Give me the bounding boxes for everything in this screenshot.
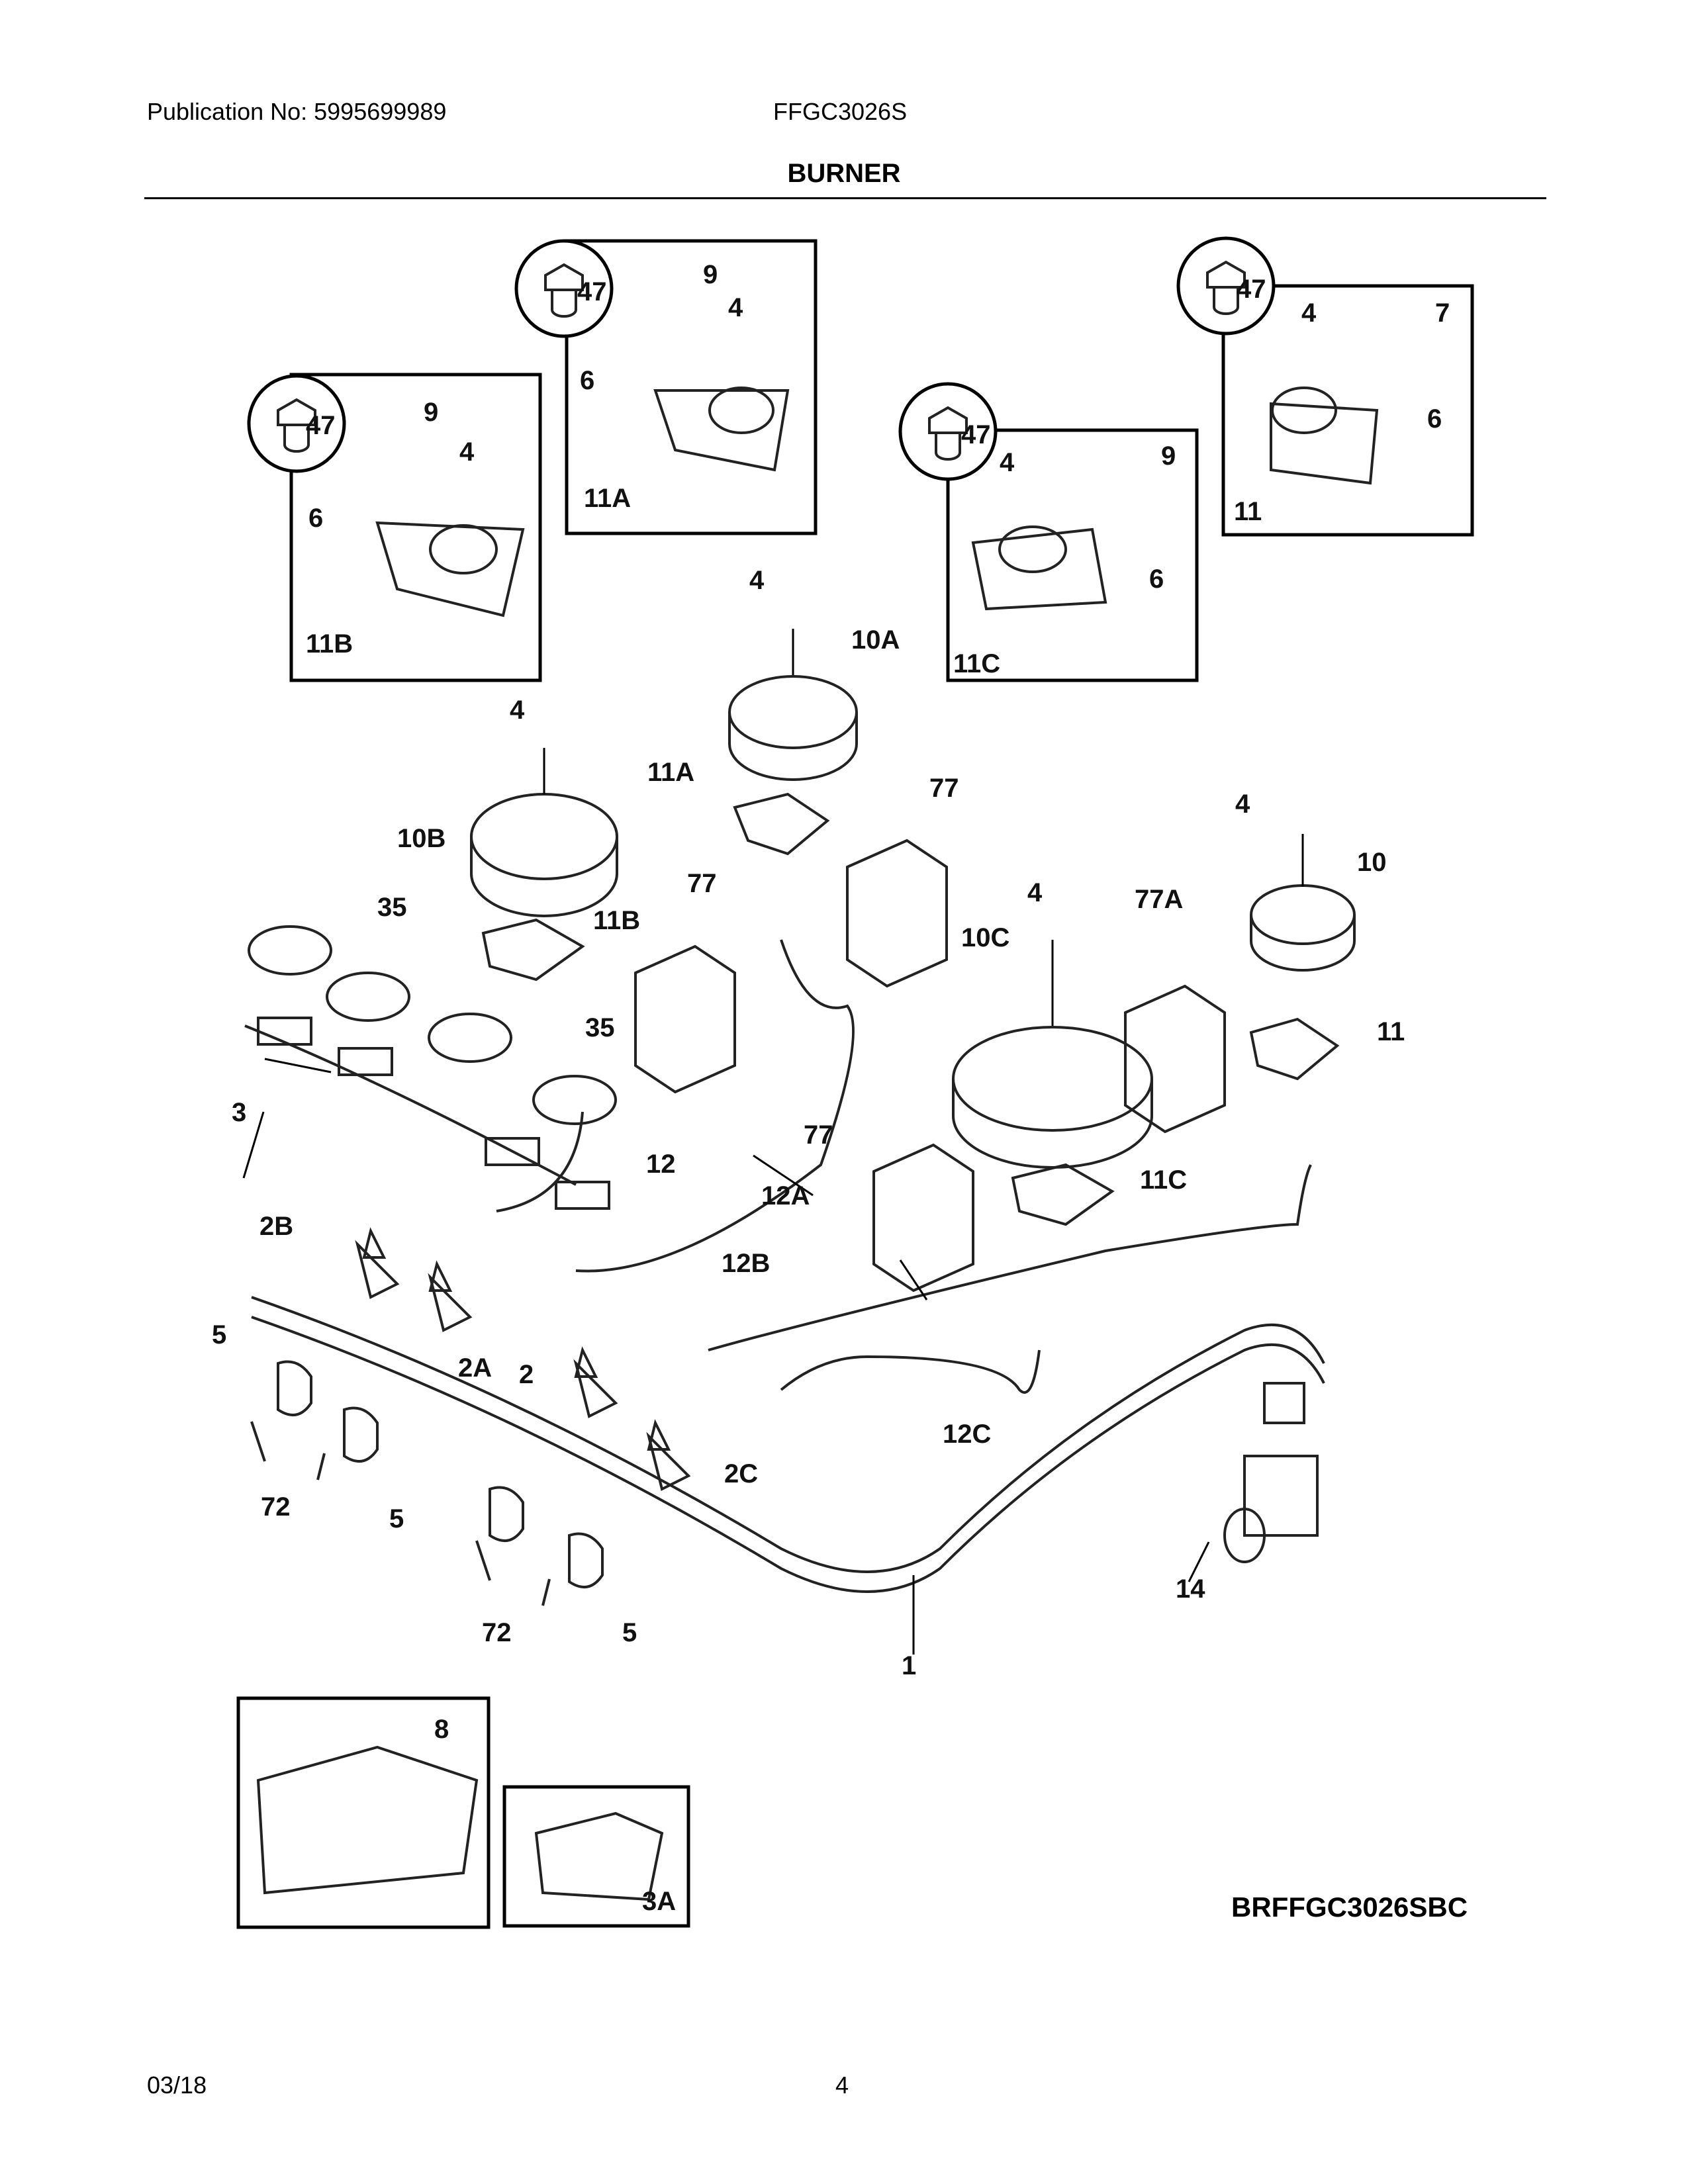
callout-label: 9 <box>1161 441 1176 471</box>
callout-label: 4 <box>1027 878 1043 907</box>
callout-label: 2 <box>519 1360 534 1389</box>
clip-icon <box>277 1360 604 1588</box>
callout-label: 2B <box>259 1212 293 1241</box>
inset-frame-11a <box>565 239 818 535</box>
callout-label: 11A <box>584 484 631 513</box>
callout-label: 4 <box>510 696 525 725</box>
callout-label: 72 <box>482 1618 512 1647</box>
pressure-regulator-icon <box>1223 1382 1319 1563</box>
callout-label: 5 <box>622 1618 637 1647</box>
screw-icon <box>250 1421 551 1606</box>
callout-label: 4 <box>459 437 475 467</box>
publication-number: Publication No: 5995699989 <box>147 98 447 125</box>
page-number: 4 <box>835 2071 849 2099</box>
burner-base-icon <box>375 387 1379 617</box>
callout-label: 77 <box>804 1120 833 1150</box>
callout-label: 11B <box>593 906 640 935</box>
callout-label: 10 <box>1357 848 1387 877</box>
callout-label: 77A <box>1135 885 1183 914</box>
bracket-icon <box>634 839 1226 1293</box>
burner-cup-icon <box>481 792 1340 1226</box>
burner-cap-icon <box>248 925 617 1125</box>
callout-label: 8 <box>434 1715 449 1744</box>
callout-label: 47 <box>961 420 991 449</box>
inset-frame-11b <box>289 373 542 682</box>
callout-label: 2A <box>458 1353 492 1383</box>
callout-label: 14 <box>1176 1574 1205 1604</box>
callout-label: 6 <box>308 504 323 533</box>
callout-label: 6 <box>580 366 594 395</box>
inset-frame-11c <box>946 428 1199 682</box>
callout-label: 11C <box>953 649 1000 678</box>
callout-label: 11C <box>1140 1165 1187 1195</box>
footer-date: 03/18 <box>147 2071 207 2099</box>
callout-label: 4 <box>728 293 743 322</box>
callout-label: 5 <box>389 1504 404 1533</box>
page-title: BURNER <box>787 159 901 188</box>
callout-label: 12C <box>943 1420 991 1449</box>
callout-label: 4 <box>1301 298 1317 328</box>
callout-label: 11 <box>1234 497 1262 526</box>
callout-label: 7 <box>1435 298 1450 328</box>
callout-label: 2C <box>724 1459 758 1488</box>
callout-label: 11 <box>1377 1017 1405 1046</box>
inset-frame-11 <box>1221 284 1474 537</box>
callout-label: 10A <box>851 625 900 655</box>
callout-label: 12B <box>722 1249 770 1278</box>
callout-label: 10B <box>397 824 445 853</box>
spark-module-icon <box>256 1745 664 1901</box>
callout-label: 35 <box>585 1013 615 1042</box>
callout-label: 4 <box>1235 790 1250 819</box>
callout-label: 6 <box>1427 404 1442 433</box>
callout-label: 47 <box>577 277 607 306</box>
ignition-switch-icon <box>244 1017 610 1210</box>
callout-label: 47 <box>1237 275 1266 304</box>
valve-icon <box>355 1227 691 1491</box>
header-rule <box>144 197 1546 199</box>
callout-label: 11B <box>306 629 353 659</box>
orifice-icon <box>277 260 1246 461</box>
callout-label: 4 <box>1000 448 1015 477</box>
callout-label: 3A <box>642 1887 676 1916</box>
callout-label: 3 <box>232 1098 246 1127</box>
callout-label: 6 <box>1149 565 1164 594</box>
callout-label: 1 <box>902 1651 916 1680</box>
callout-label: 9 <box>703 260 718 289</box>
callout-label: 5 <box>212 1320 226 1349</box>
diagram-code: BRFFGC3026SBC <box>1231 1891 1468 1923</box>
manifold-pipe-icon <box>251 1296 1325 1593</box>
callout-label: 11A <box>647 758 694 787</box>
callout-label: 12 <box>646 1150 676 1179</box>
callout-label: 10C <box>961 923 1009 952</box>
model-number: FFGC3026S <box>773 98 908 125</box>
callout-label: 72 <box>261 1492 291 1522</box>
callout-label: 77 <box>929 774 959 803</box>
inset-frame-3a <box>502 1785 690 1928</box>
callout-label: 77 <box>687 869 717 898</box>
gas-line-icon <box>496 939 1312 1394</box>
callout-label: 4 <box>749 566 765 595</box>
callout-label: 12A <box>761 1181 810 1210</box>
callout-label: 9 <box>424 398 438 427</box>
callout-label: 35 <box>377 893 407 922</box>
inset-frame-8 <box>236 1696 491 1929</box>
callout-label: 47 <box>306 411 336 440</box>
